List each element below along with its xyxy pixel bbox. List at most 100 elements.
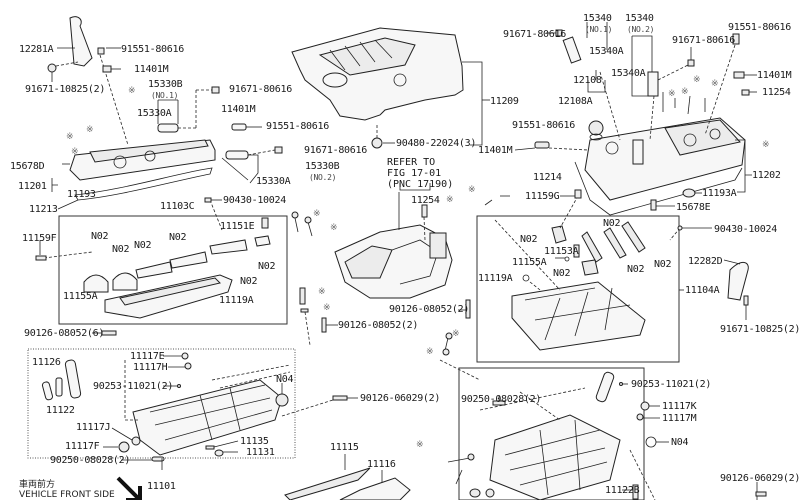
part-label-no2: N02 [258,261,276,272]
vehicle-front-arrow [116,476,142,500]
part-label-90126-08052-2: 90126-08052(2) [389,304,470,315]
marker-symbol: ※ [668,89,676,99]
marker-symbol: ※ [452,329,460,339]
reference-line-2: FIG 17-01 [387,168,442,179]
marker-symbol: ※ [330,223,338,233]
part-label-15340A: 15340A [589,46,624,57]
part-label-11135: 11135 [240,436,269,447]
ocv-15340-no2 [647,71,659,97]
ocv-15340-no1 [562,36,582,64]
part-label-15340-no2-sub: (NO.2) [627,25,655,34]
frame-right-head [458,367,645,500]
part-label-12108: 12108 [573,75,602,86]
part-label-15330A: 15330A [256,176,291,187]
bracket-12282D [727,262,749,301]
part-label-11209: 11209 [490,96,519,107]
part-label-11159F: 11159F [22,233,57,244]
bracket-12281A [69,16,93,67]
part-label-15330B-no2: 15330B [305,161,340,172]
part-label-15340-no1: 15340 [583,13,612,24]
part-label-91671-80616: 91671-80616 [503,29,566,40]
marker-symbol: ※ [128,86,136,96]
part-label-15330B-no2-sub: (NO.2) [309,173,337,182]
part-label-11122B: 11122B [605,485,640,496]
marker-symbol: ※ [693,75,701,85]
part-label-15330A: 15330A [137,108,172,119]
part-label-11126: 11126 [32,357,61,368]
vehicle-front-label-en: VEHICLE FRONT SIDE [19,490,115,500]
part-label-91551-80616: 91551-80616 [266,121,329,132]
marker-symbol: ※ [762,140,770,150]
part-label-90126-08052-2: 90126-08052(2) [338,320,419,331]
part-label-11213: 11213 [29,204,58,215]
part-label-11254: 11254 [411,195,440,206]
part-label-11119A: 11119A [219,295,254,306]
part-label-11159G: 11159G [525,191,560,202]
part-label-15340-no2: 15340 [625,13,654,24]
part-label-no2: N02 [603,218,621,229]
reference-line-3: (PNC 17190) [387,179,454,190]
grommet-90480 [371,137,383,149]
part-label-11119A: 11119A [478,273,513,284]
part-label-91551-80616: 91551-80616 [512,120,575,131]
part-label-91671-80616: 91671-80616 [304,145,367,156]
gasket-11115 [284,467,371,500]
part-label-no2: N02 [654,259,672,270]
frame-11103C [58,215,288,325]
part-label-11101: 11101 [147,481,176,492]
marker-symbol: ※ [71,147,79,157]
part-label-91671-10825: 91671-10825(2) [720,324,801,335]
part-label-90253-11021: 90253-11021(2) [631,379,712,390]
part-label-11151E: 11151E [220,221,255,232]
part-label-11214: 11214 [533,172,562,183]
part-label-11155A: 11155A [512,257,547,268]
part-label-11117E: 11117E [130,351,165,362]
part-label-11116: 11116 [367,459,396,470]
part-label-12108A: 12108A [558,96,593,107]
part-label-90430-10024: 90430-10024 [223,195,286,206]
part-label-90250-08028: 90250-08028(2) [50,455,131,466]
part-label-11193A: 11193A [702,188,737,199]
marker-symbol: ※ [446,195,454,205]
part-label-N04: N04 [671,437,689,448]
gasket-11214 [574,161,743,216]
part-label-11117K: 11117K [662,401,697,412]
part-label-90250-08028: 90250-08028(2) [461,394,542,405]
part-label-no2: N02 [553,268,571,279]
marker-symbol: ※ [313,209,321,219]
part-label-90430-10024: 90430-10024 [714,224,777,235]
part-label-11254: 11254 [762,87,791,98]
part-label-15678E: 15678E [676,202,711,213]
marker-symbol: ※ [711,79,719,89]
cylinder-head-right [489,414,621,500]
intake-manifold [334,224,453,299]
marker-symbol: ※ [318,287,326,297]
part-label-no2: N02 [627,264,645,275]
part-label-15340A: 15340A [611,68,646,79]
part-label-90126-06029: 90126-06029(2) [360,393,441,404]
gasket-11116 [339,477,411,500]
part-label-no2: N02 [112,244,130,255]
part-label-11153A: 11153A [544,246,579,257]
oil-filler-cap [588,120,604,136]
part-label-11131: 11131 [246,447,275,458]
engine-cover-drawing [291,27,464,121]
part-label-12281A: 12281A [19,44,54,55]
part-label-11401M: 11401M [221,104,256,115]
part-label-11401M: 11401M [757,70,792,81]
part-label-91671-80616: 91671-80616 [672,35,735,46]
part-label-no2: N02 [169,232,187,243]
part-label-11117F: 11117F [65,441,100,452]
marker-symbol: ※ [86,125,94,135]
marker-symbol: ※ [66,132,74,142]
part-label-15330B-no1-sub: (NO.1) [151,91,179,100]
marker-symbol: ※ [468,185,476,195]
part-label-91671-80616: 91671-80616 [229,84,292,95]
part-label-11122: 11122 [46,405,75,416]
cam-housing-right [511,281,646,351]
part-label-11117H: 11117H [133,362,168,373]
marker-symbol: ※ [681,87,689,97]
reference-line-1: REFER TO [387,157,436,168]
part-label-no2: N02 [240,276,258,287]
